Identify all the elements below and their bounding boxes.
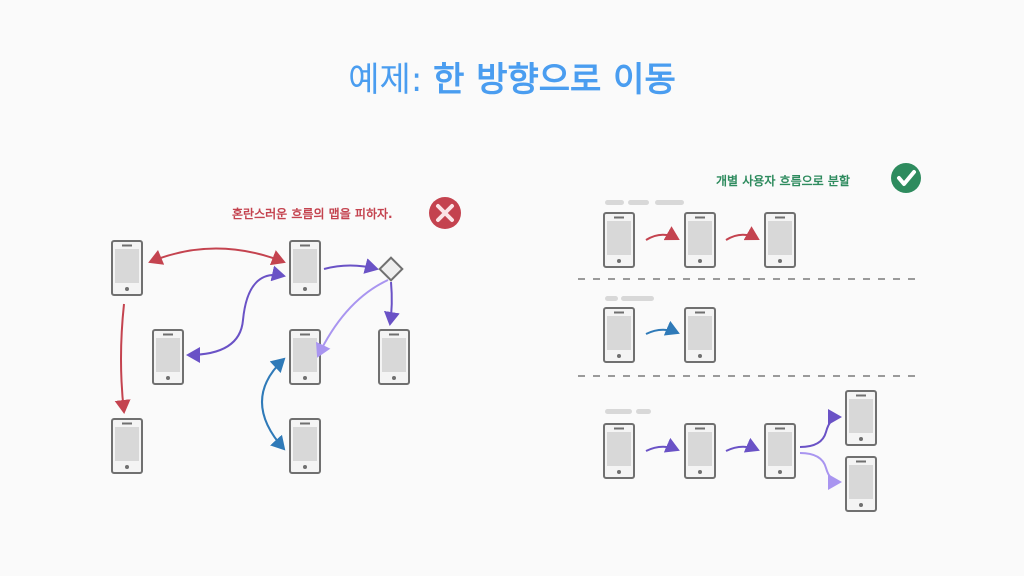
x-circle-icon <box>429 197 461 229</box>
blue-two-way-arrow <box>261 357 286 451</box>
purple-down-arrow <box>383 281 400 326</box>
screen-phone <box>289 418 321 474</box>
screen-phone <box>764 423 796 479</box>
screen-phone <box>845 390 877 446</box>
red-arrow <box>645 226 680 241</box>
check-circle-icon <box>891 163 921 193</box>
flow-label-placeholders <box>605 200 684 414</box>
screen-phone <box>845 456 877 512</box>
purple-arrow <box>725 437 760 453</box>
purple-branch-arrow <box>799 409 842 448</box>
good-example-caption: 개별 사용자 흐름으로 분할 <box>716 174 850 188</box>
blue-arrow <box>645 320 680 336</box>
screen-phone <box>289 329 321 385</box>
screen-phone <box>684 423 716 479</box>
screen-phone <box>603 212 635 268</box>
screen-phone <box>289 240 321 296</box>
screen-phone <box>684 212 716 268</box>
light-purple-arrow <box>316 279 389 358</box>
red-two-way-arrow <box>148 247 286 266</box>
screen-phone <box>111 240 143 296</box>
screen-phone <box>764 212 796 268</box>
screen-phone <box>152 329 184 385</box>
title-main: 한 방향으로 이동 <box>433 60 676 100</box>
screen-phone <box>684 307 716 363</box>
purple-arrow <box>645 437 680 453</box>
purple-two-way-arrow <box>186 265 286 363</box>
screen-phone <box>603 307 635 363</box>
title-prefix: 예제: <box>348 60 423 100</box>
red-arrow <box>725 226 760 241</box>
purple-arrow <box>323 258 379 274</box>
red-arrow <box>114 303 131 414</box>
flow-dividers <box>578 278 920 377</box>
page-title: 예제: 한 방향으로 이동 <box>0 52 1024 101</box>
bad-example-caption: 혼란스러운 흐름의 맵을 피하자. <box>232 207 393 221</box>
screen-phone <box>603 423 635 479</box>
decision-diamond <box>378 256 404 282</box>
screen-phone <box>378 329 410 385</box>
light-purple-branch-arrow <box>799 452 842 490</box>
screen-phone <box>111 418 143 474</box>
